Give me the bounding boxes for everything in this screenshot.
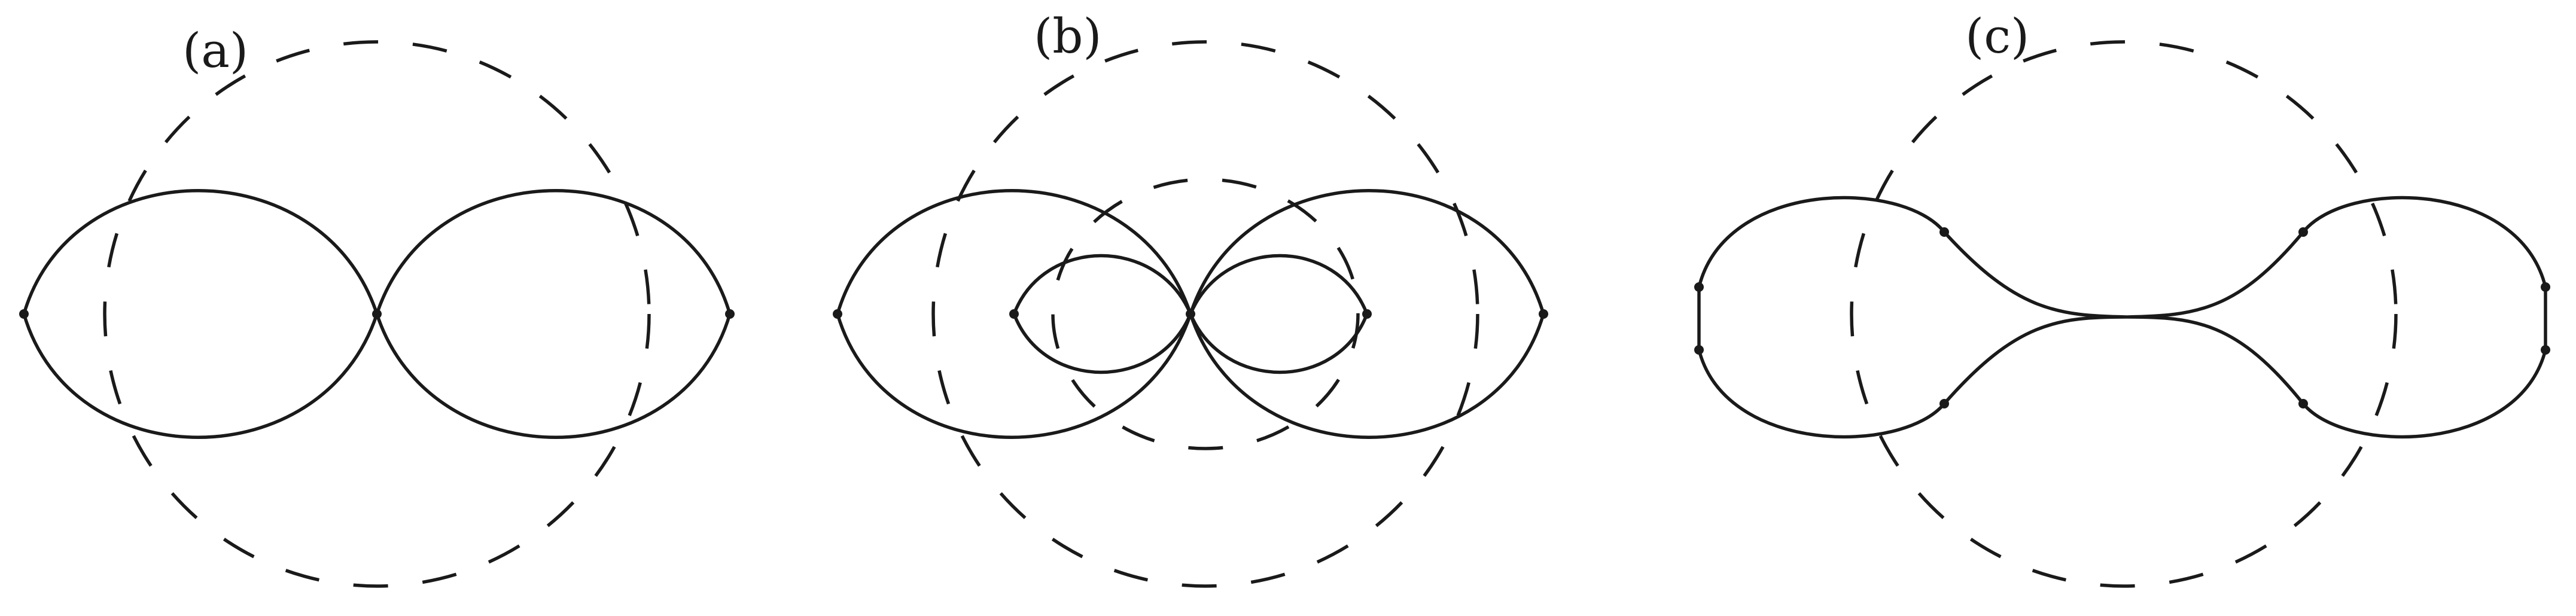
panel-b-vertex-center bbox=[1186, 309, 1195, 319]
panel-c-vertex-right-lower bbox=[2541, 345, 2550, 355]
panel-b-inner-left-lobe bbox=[1012, 254, 1192, 374]
panel-a-vertex-left bbox=[19, 309, 29, 319]
panel-c-vertex-left-upper bbox=[1694, 282, 1704, 292]
panel-c-vertex-top-right bbox=[2298, 227, 2308, 237]
panel-b-vertex-left bbox=[833, 309, 842, 319]
panel-c-vertex-left-lower bbox=[1694, 345, 1704, 355]
panel-b-outer-dashed-circle bbox=[931, 40, 1479, 588]
panel-b-inner-dashed-ellipse bbox=[1051, 178, 1360, 450]
panel-c-label: (c) bbox=[1965, 8, 2029, 64]
panel-a-right-lobe bbox=[375, 189, 732, 439]
panel-a-label: (a) bbox=[182, 23, 248, 78]
panel-b-vertex-inner-left bbox=[1009, 309, 1019, 319]
panel-c-dumbbell-curve bbox=[1697, 196, 2547, 439]
panel-c-vertex-bottom-left bbox=[1939, 399, 1949, 408]
panel-b-vertex-right bbox=[1539, 309, 1548, 319]
panel-b-inner-right-lobe bbox=[1189, 254, 1369, 374]
panel-a-vertex-center bbox=[372, 309, 382, 319]
panel-a: (a) bbox=[19, 23, 735, 588]
panel-c-vertex-top-left bbox=[1939, 227, 1949, 237]
panel-b-label: (b) bbox=[1034, 8, 1102, 64]
panel-b-vertex-inner-right bbox=[1362, 309, 1372, 319]
panel-c: (c) bbox=[1694, 8, 2550, 588]
panel-c-vertex-right-upper bbox=[2541, 282, 2550, 292]
panel-c-dashed-circle bbox=[1850, 40, 2398, 588]
panel-a-vertex-right bbox=[725, 309, 735, 319]
panel-a-dashed-circle bbox=[103, 40, 651, 588]
panel-b: (b) bbox=[833, 8, 1548, 588]
panel-c-vertex-bottom-right bbox=[2298, 399, 2308, 408]
panel-a-left-lobe bbox=[22, 189, 379, 439]
